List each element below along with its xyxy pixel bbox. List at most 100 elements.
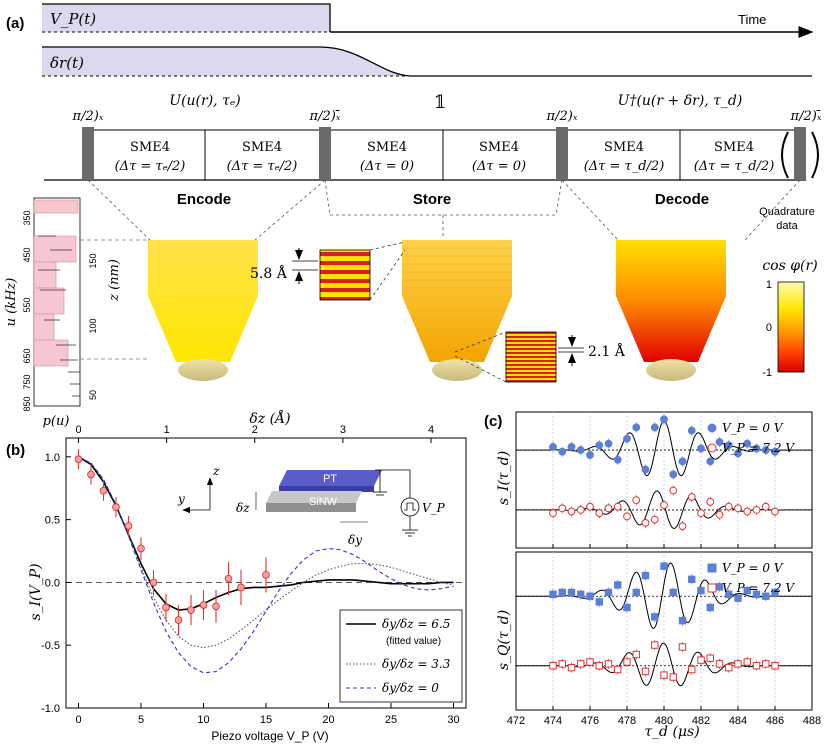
c-data-point <box>743 586 751 595</box>
c-data-point <box>549 662 557 670</box>
c-legend-marker <box>707 583 717 593</box>
c-data-point <box>762 592 770 600</box>
block-6-bottom: (Δτ = τ_d/2) <box>694 159 775 174</box>
c-data-point <box>734 594 742 602</box>
c-data-point <box>743 507 752 516</box>
dr-trace <box>42 46 812 77</box>
c-data-point <box>688 665 696 674</box>
b-data-point <box>99 486 108 495</box>
fringe-inset-2: 2.1 Å <box>454 331 626 383</box>
c-data-point <box>558 504 567 513</box>
block-2-bottom: (Δτ = τₑ/2) <box>227 159 298 174</box>
c-xtick-label: 484 <box>729 715 747 727</box>
c-data-point <box>669 588 677 597</box>
c-data-point <box>576 446 585 454</box>
b-data-point <box>149 578 158 587</box>
u-tick-850: 850 <box>22 396 32 411</box>
dr-label: δr(t) <box>50 54 84 72</box>
pulse-label-3: π/2)ₓ <box>546 109 578 124</box>
vp-trace <box>42 3 331 32</box>
b-series-line-1 <box>78 456 454 649</box>
b-legend-note: (fitted value) <box>386 636 441 647</box>
c-data-point <box>697 509 705 518</box>
c-data-point <box>697 656 705 664</box>
c-data-point <box>725 590 733 599</box>
b-ytick-label: 1.0 <box>45 452 60 464</box>
c-data-point <box>632 650 640 659</box>
c-xlabel: τ_d (μs) <box>644 724 699 740</box>
b-xlabel: Piezo voltage V_P (V) <box>211 729 328 743</box>
b-data-point <box>212 602 220 611</box>
c-data-point <box>761 502 770 511</box>
block-5-bottom: (Δτ = τ_d/2) <box>584 159 665 174</box>
pulse-label-2: π/2)ₓ̄ <box>309 109 341 124</box>
c-data-point <box>651 613 659 621</box>
c-data-point <box>595 662 603 670</box>
c-xtick-label: 478 <box>618 715 636 727</box>
c-data-point <box>632 496 641 505</box>
c-data-point <box>669 470 678 479</box>
b-data-point <box>137 544 145 553</box>
c-data-point <box>650 423 659 432</box>
c-data-point <box>687 426 696 435</box>
c-legend-label: V_P = 7.2 V <box>722 441 795 455</box>
c-axes-frame-1 <box>515 551 813 711</box>
b-xtick-label: 5 <box>138 714 144 726</box>
z-tick-150: 150 <box>88 253 98 268</box>
block-4-bottom: (Δτ = 0) <box>472 159 526 174</box>
b-data-point <box>237 583 245 592</box>
c-xtick-label: 486 <box>766 715 784 727</box>
c-data-point <box>660 501 668 509</box>
c-data-point <box>641 667 650 676</box>
c-data-point <box>706 654 714 662</box>
inset-schematic: PT SiNW z y δz δy V_P <box>177 464 446 547</box>
c-data-point <box>706 457 715 466</box>
b-toptick-label: 0 <box>75 424 81 436</box>
c-data-point <box>715 438 724 446</box>
c-data-point <box>660 415 668 424</box>
pulse-block-2 <box>319 127 331 180</box>
b-data-point <box>187 606 195 614</box>
c-data-point <box>678 643 687 651</box>
c-data-point <box>688 575 696 584</box>
c-data-point <box>651 641 659 649</box>
u-tick-350: 350 <box>22 210 32 225</box>
u-tick-750: 750 <box>22 374 32 389</box>
c-xtick-label: 474 <box>544 715 562 727</box>
u-axis-label: u (kHz) <box>4 278 19 327</box>
z-tick-100: 100 <box>88 318 98 333</box>
c-data-point <box>549 590 557 599</box>
c-xtick-label: 488 <box>803 715 821 727</box>
c-data-point <box>697 586 705 595</box>
c-xtick-label: 476 <box>581 715 599 727</box>
c-data-point <box>752 506 761 514</box>
dr-shade <box>42 47 410 76</box>
c-data-point <box>734 660 742 668</box>
c-data-point <box>632 423 641 432</box>
c-legend-marker <box>707 423 717 433</box>
c-legend-marker <box>707 443 717 453</box>
pu-label: p(u) <box>43 414 70 429</box>
c-data-point <box>715 660 724 668</box>
b-ytick-label: 0.5 <box>45 515 60 527</box>
b-data-point <box>87 470 95 479</box>
c-data-point <box>678 522 687 531</box>
stage-encode: Encode <box>177 191 231 208</box>
c-data-point <box>558 447 567 456</box>
quadrature-label-1: Quadrature <box>759 206 815 218</box>
c-data-point <box>577 590 585 599</box>
c-data-point <box>604 439 613 448</box>
b-toptick-label: 1 <box>164 424 170 436</box>
c-data-point <box>734 449 742 458</box>
b-ytick-label: -0.5 <box>41 640 60 652</box>
c-data-point <box>660 671 668 679</box>
c-data-point <box>641 571 650 580</box>
b-ytick-label: 0.0 <box>45 577 60 589</box>
c-data-point <box>558 660 566 668</box>
b-data-point <box>262 571 270 579</box>
b-xtick-label: 25 <box>385 714 397 726</box>
nanowire-decode <box>616 240 726 381</box>
c-legend-label: V_P = 0 V <box>722 421 784 435</box>
colorbar <box>777 281 805 373</box>
